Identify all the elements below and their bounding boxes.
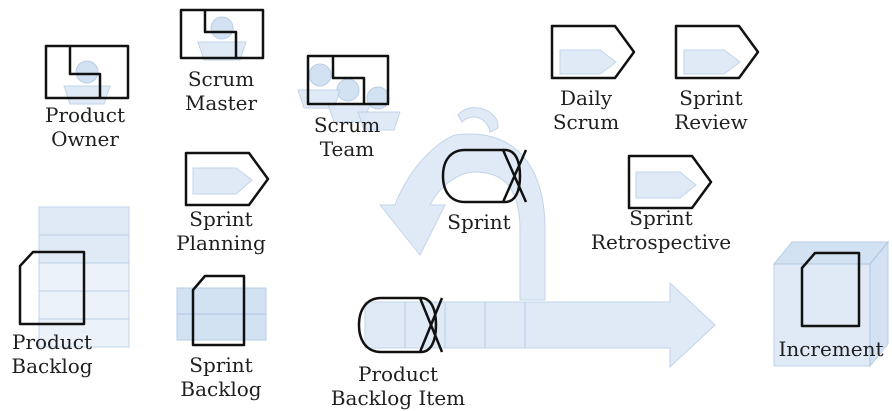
label-line-1: Product (12, 330, 92, 354)
label-line-1: Scrum (314, 113, 380, 137)
increment: Increment (772, 240, 890, 368)
backlog-arrow (364, 281, 716, 369)
sprint-cycle-arrow (378, 107, 546, 301)
event-ghost-icon (192, 167, 253, 195)
label-line-2: Backlog (11, 354, 92, 378)
label-line-2: Planning (176, 231, 266, 255)
label-line-2: Master (185, 91, 258, 115)
label: Sprint (447, 210, 510, 234)
event-ghost-icon (635, 171, 697, 199)
event-icon (627, 154, 713, 210)
label-line-2: Owner (51, 127, 119, 151)
artifact-icon (191, 274, 246, 347)
label-line-1: Sprint (189, 207, 252, 231)
product-owner: Product Owner (44, 44, 130, 151)
role-icon (306, 54, 390, 106)
sprint: Sprint (441, 148, 528, 234)
scrum-team: Scrum Team (297, 54, 401, 161)
label-line-2: Team (320, 137, 375, 161)
sprint-review: Sprint Review (674, 24, 760, 134)
label-line-2: Retrospective (591, 230, 731, 254)
daily-scrum: Daily Scrum (550, 24, 636, 134)
label-line-2: Review (674, 110, 748, 134)
event-icon (674, 24, 760, 80)
product-backlog: Product Backlog (11, 206, 130, 378)
label-line-2: Backlog Item (331, 386, 465, 410)
person-ghost-icon (63, 60, 111, 105)
product-backlog-item: Product Backlog Item (331, 296, 465, 410)
artifact-icon (18, 250, 86, 326)
label-line-1: Product (45, 103, 125, 127)
sprint-planning: Sprint Planning (176, 151, 270, 255)
label-line-1: Daily (560, 86, 613, 110)
event-icon (550, 24, 636, 80)
label-line-1: Sprint (189, 353, 252, 377)
label-line-1: Sprint (679, 86, 742, 110)
label: Increment (778, 337, 883, 361)
role-icon (179, 8, 265, 60)
label-line-2: Scrum (553, 110, 619, 134)
sprint-retrospective: Sprint Retrospective (591, 154, 731, 254)
item-icon (357, 296, 444, 354)
scrum-master: Scrum Master (179, 8, 265, 115)
backlog-ghost-stack (176, 287, 267, 341)
timebox-icon (441, 148, 528, 204)
sprint-backlog: Sprint Backlog (176, 274, 267, 401)
label-line-1: Scrum (188, 67, 254, 91)
event-icon (184, 151, 270, 207)
event-ghost-icon (683, 49, 741, 75)
role-icon (44, 44, 130, 100)
person-ghost-icon (197, 16, 247, 61)
event-ghost-icon (559, 49, 617, 75)
label-line-2: Backlog (180, 377, 261, 401)
label-line-1: Product (358, 362, 438, 386)
artifact-icon (800, 251, 861, 328)
label-line-1: Sprint (629, 206, 692, 230)
